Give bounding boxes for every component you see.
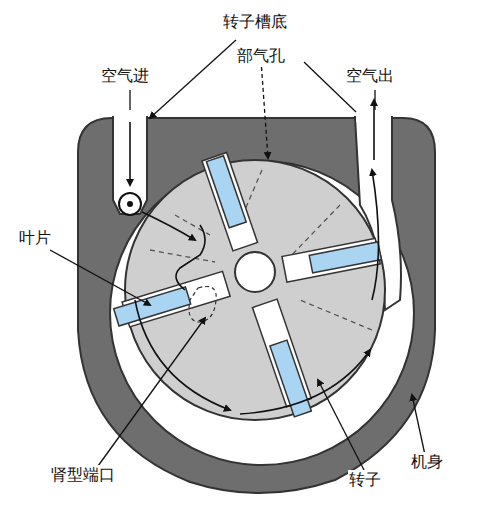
part-label: 肾型端口 <box>50 465 116 484</box>
part-label: 部气孔 <box>236 46 286 65</box>
flow-label: 空气出 <box>345 66 395 85</box>
part-label: 机身 <box>410 452 444 471</box>
part-label: 转子槽底 <box>222 12 288 31</box>
part-label: 叶片 <box>18 228 52 247</box>
part-label: 转子 <box>348 470 382 489</box>
flow-label: 空气进 <box>100 66 150 85</box>
